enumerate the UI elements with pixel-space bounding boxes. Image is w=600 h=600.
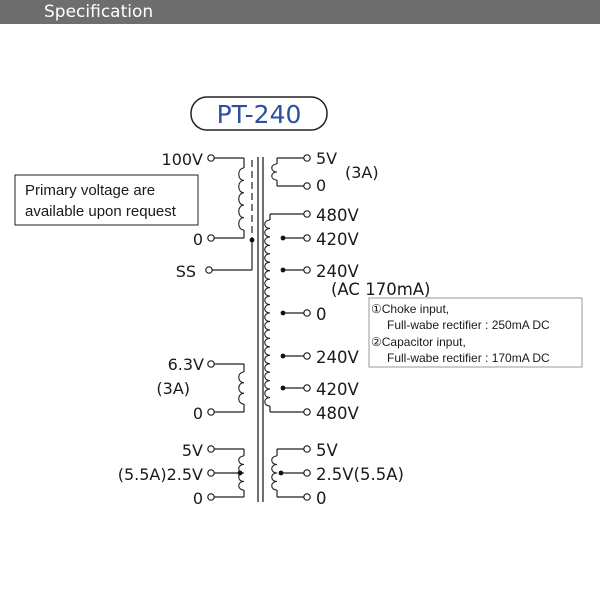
terminal-hv-6 — [303, 408, 311, 416]
label-right-fil-2v5: 2.5V(5.5A) — [316, 465, 404, 484]
label-w1-rating: (3A) — [345, 163, 379, 182]
rectifier-note-line-2: Full-wabe rectifier : 250mA DC — [387, 318, 550, 332]
label-hv-420v-top: 420V — [316, 230, 359, 249]
coil-right-fil — [271, 455, 278, 491]
label-left-fil-5v: 5V — [182, 441, 203, 460]
header-title: Specification — [44, 2, 154, 22]
dot-hv-tap-3 — [280, 310, 286, 316]
label-right-fil-0: 0 — [316, 489, 327, 508]
coil-primary — [238, 167, 245, 231]
dot-hv-tap-1 — [280, 235, 286, 241]
label-hv-rating: (AC 170mA) — [331, 280, 431, 299]
label-hv-420v-bottom: 420V — [316, 380, 359, 399]
label-w1-0: 0 — [316, 176, 326, 195]
terminal-hv-3 — [303, 309, 311, 317]
terminal-w1-0 — [303, 182, 311, 190]
rectifier-note-line-3: ②Capacitor input, — [371, 335, 466, 349]
terminal-primary-0 — [207, 234, 215, 242]
dot-left-fil-center — [237, 470, 243, 476]
terminal-right-fil-5v — [303, 445, 311, 453]
terminal-hv-2 — [303, 266, 311, 274]
label-primary-0: 0 — [193, 230, 203, 249]
primary-note-line-2: available upon request — [25, 203, 177, 220]
terminal-hv-5 — [303, 384, 311, 392]
coil-hv — [264, 219, 271, 407]
rectifier-note-line-1: ①Choke input, — [371, 302, 449, 316]
label-heater-0: 0 — [193, 404, 203, 423]
dot-right-fil-center — [278, 470, 284, 476]
terminal-primary-100v — [207, 154, 215, 162]
coil-heater — [238, 371, 245, 405]
dot-shield-junction — [249, 237, 255, 243]
terminal-heater-0 — [207, 408, 215, 416]
coil-left-fil — [238, 455, 245, 491]
label-right-fil-5v: 5V — [316, 441, 338, 460]
wiring-group — [205, 154, 311, 501]
label-hv-0: 0 — [316, 305, 327, 324]
primary-note-box — [14, 174, 199, 226]
label-shield-ss: SS — [176, 262, 196, 281]
label-left-fil-2v5: (5.5A)2.5V — [118, 465, 203, 484]
label-heater-rating: (3A) — [156, 379, 190, 398]
terminal-hv-4 — [303, 352, 311, 360]
terminal-ss — [205, 266, 213, 274]
rectifier-note-line-4: Full-wabe rectifier : 170mA DC — [387, 351, 550, 365]
terminal-right-fil-0 — [303, 493, 311, 501]
terminal-hv-1 — [303, 234, 311, 242]
coil-w1 — [271, 163, 278, 181]
model-capsule — [190, 96, 328, 131]
label-hv-240v-bottom: 240V — [316, 348, 359, 367]
terminal-w1-5v — [303, 154, 311, 162]
terminal-hv-0 — [303, 210, 311, 218]
label-hv-480v-top: 480V — [316, 206, 359, 225]
label-hv-480v-bottom: 480V — [316, 404, 359, 423]
label-primary-100v: 100V — [162, 150, 204, 169]
terminal-left-fil-5v — [207, 445, 215, 453]
primary-note-line-1: Primary voltage are — [25, 182, 155, 199]
dot-hv-tap-5 — [280, 385, 286, 391]
dot-hv-tap-4 — [280, 353, 286, 359]
label-w1-5v: 5V — [316, 149, 337, 168]
rectifier-note-box — [368, 297, 583, 368]
model-title: PT-240 — [217, 100, 302, 129]
terminal-left-fil-0 — [207, 493, 215, 501]
dot-hv-tap-2 — [280, 267, 286, 273]
label-left-fil-0: 0 — [193, 489, 203, 508]
terminal-right-fil-2v5 — [303, 469, 311, 477]
label-hv-240v-top: 240V — [316, 262, 359, 281]
terminal-heater-6v3 — [207, 360, 215, 368]
label-heater-6v3: 6.3V — [168, 355, 204, 374]
terminal-left-fil-2v5 — [207, 469, 215, 477]
header-bar: Specification — [0, 0, 600, 24]
